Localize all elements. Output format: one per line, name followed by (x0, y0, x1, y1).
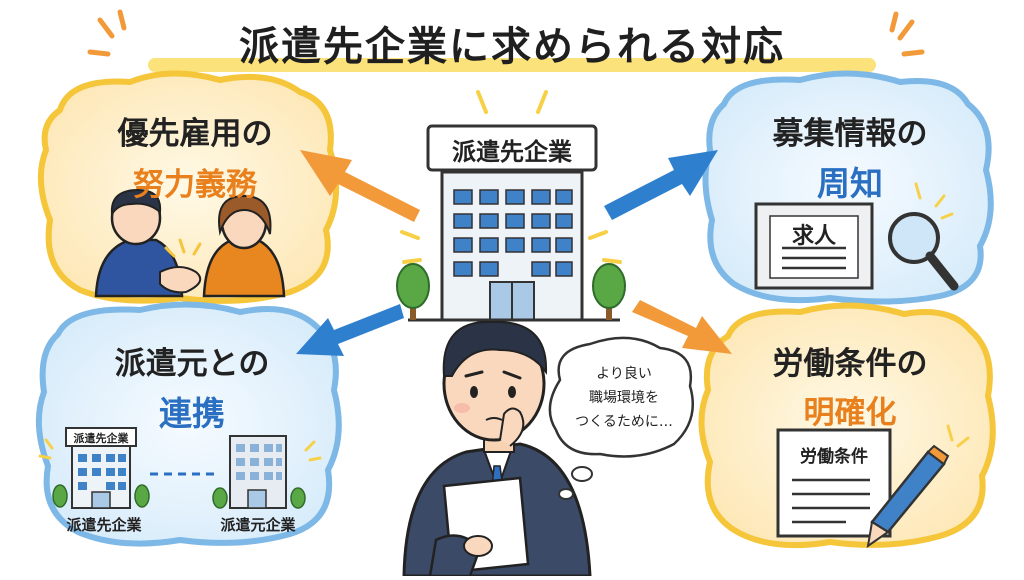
card-top-left-line2: 努力義務 (133, 167, 257, 203)
job-board (754, 202, 874, 290)
title-highlight (148, 58, 876, 72)
arrow-to-bottom-right (632, 300, 732, 354)
tree-right (592, 263, 626, 320)
bottom-left-sparkles (38, 438, 322, 462)
magnifier-icon (888, 212, 959, 291)
dispatch-destination-building (52, 427, 150, 509)
thought-line-3: つくるために… (575, 414, 673, 430)
thought-line-2: 職場環境を (589, 390, 659, 406)
card-bottom-right-line2: 明確化 (803, 395, 897, 431)
main-building (408, 124, 620, 322)
thought-line-1: より良い (596, 366, 652, 382)
card-top-right-line2: 周知 (817, 164, 883, 203)
arrow-to-bottom-left (296, 304, 404, 356)
card-top-right-text: 募集情報の 周知 (712, 108, 988, 205)
label-dispatch-destination: 派遣先企業 (66, 516, 142, 534)
card-bottom-right-text: 労働条件の 明確化 (712, 338, 988, 432)
card-bottom-left-line1: 派遣元との (114, 346, 270, 382)
pen-icon (866, 444, 950, 549)
magnifier-sparkles (914, 182, 954, 220)
small-building-sign: 派遣先企業 (73, 432, 129, 445)
building-sparkles (400, 90, 622, 264)
arrow-to-top-right (604, 150, 718, 220)
card-bottom-left-text: 派遣元との 連携 (50, 338, 334, 435)
card-bottom-left-line2: 連携 (159, 394, 225, 433)
card-bottom-right-line1: 労働条件の (772, 346, 928, 382)
card-top-left-text: 優先雇用の 努力義務 (60, 108, 330, 204)
thought-bubble-text: より良い 職場環境を つくるために… (562, 362, 686, 434)
handshake-illustration (94, 188, 286, 298)
handshake-sparkles (164, 238, 202, 258)
dispatch-source-building (212, 435, 306, 509)
card-top-right-line1: 募集情報の (772, 116, 928, 152)
title-sparkles (87, 9, 925, 57)
page-title: 派遣先企業に求められる対応 (239, 24, 785, 70)
thought-bubble (548, 336, 694, 500)
arrow-to-top-left (300, 150, 420, 222)
pen-sparkles (946, 424, 970, 448)
document-title: 労働条件 (800, 447, 868, 467)
label-dispatch-source: 派遣元企業 (220, 516, 296, 534)
job-board-sign: 求人 (791, 224, 836, 249)
thinking-man (402, 320, 592, 578)
working-conditions-document (776, 428, 892, 538)
tree-left (396, 263, 430, 320)
card-top-left-line1: 優先雇用の (117, 116, 273, 152)
main-building-sign: 派遣先企業 (452, 138, 572, 166)
